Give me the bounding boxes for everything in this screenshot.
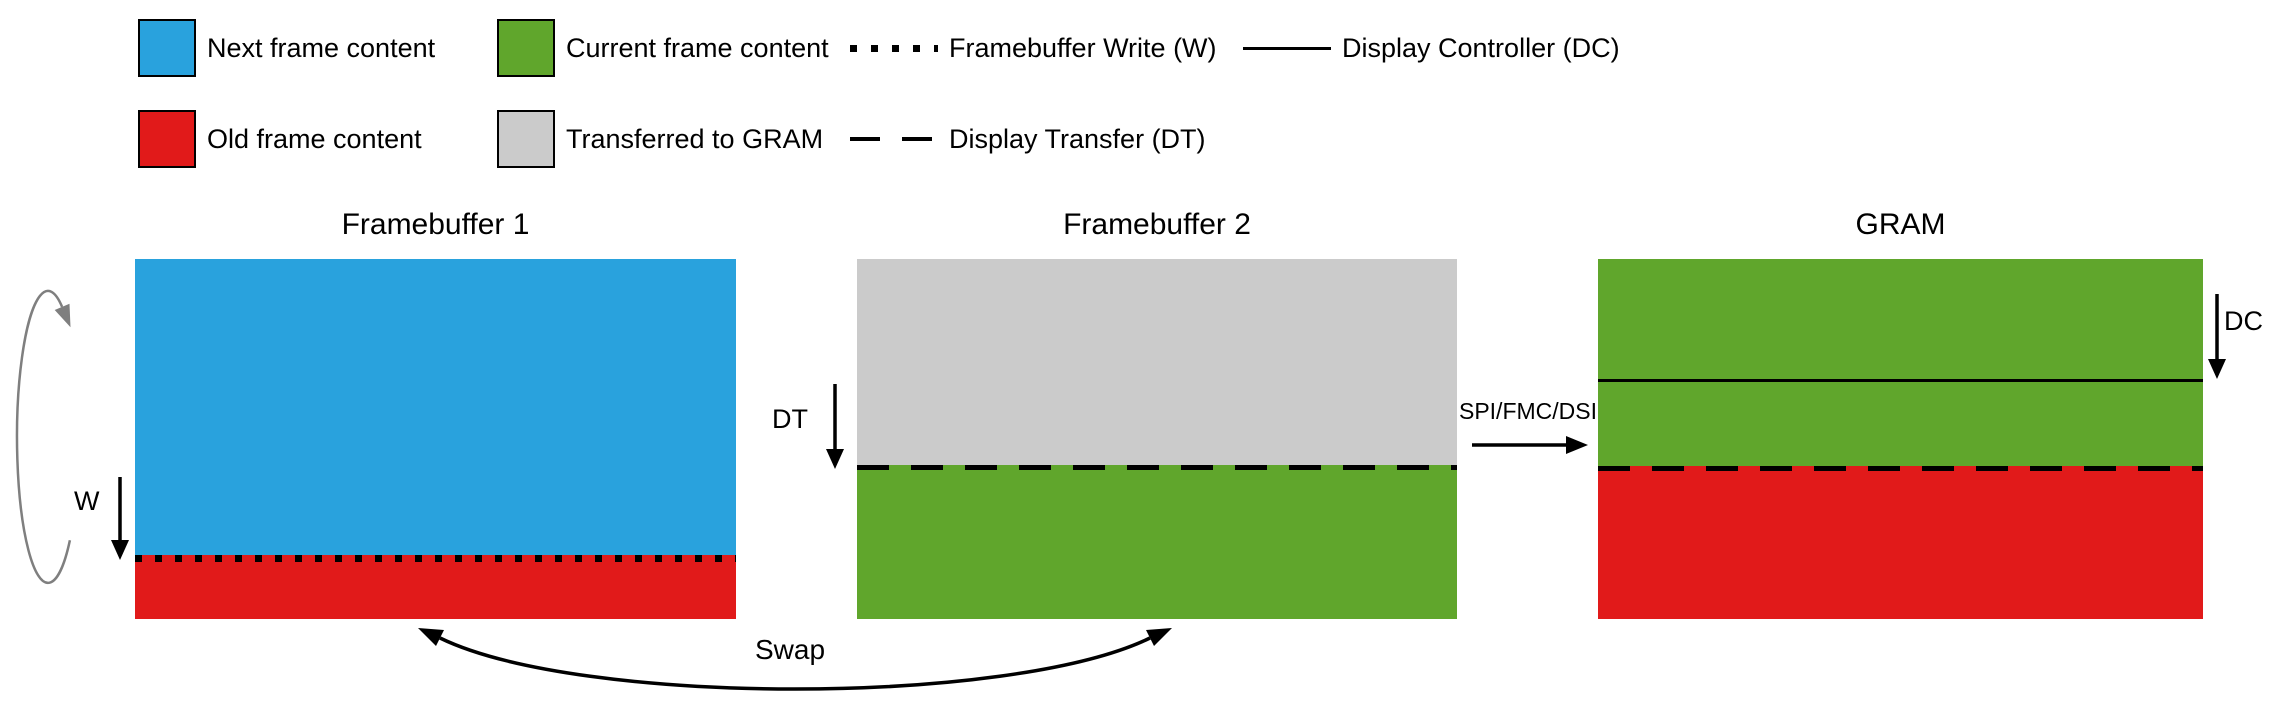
legend-item-display-transfer: Display Transfer (DT)	[850, 109, 1206, 169]
fb1-old-frame-region	[135, 562, 736, 619]
bus-label: SPI/FMC/DSI	[1458, 398, 1597, 424]
legend-item-transferred-gram: Transferred to GRAM	[497, 109, 823, 169]
legend-label-framebuffer-write: Framebuffer Write (W)	[949, 32, 1217, 63]
legend-item-framebuffer-write: Framebuffer Write (W)	[850, 18, 1217, 78]
repeat-write-loop-arrow	[15, 289, 72, 585]
fb1-framebuffer-write-line	[135, 555, 736, 562]
fb2-current-frame-region	[857, 470, 1457, 619]
display-transfer-label: DT	[772, 404, 808, 434]
next-frame-color-swatch	[138, 19, 196, 77]
repeat-write-loop-arrowhead	[54, 303, 71, 328]
display-transfer-arrowhead	[826, 449, 844, 469]
swap-label: Swap	[754, 634, 826, 665]
gram-box	[1598, 259, 2203, 619]
framebuffer2-title: Framebuffer 2	[1063, 208, 1251, 241]
solid-line-key-icon	[1243, 46, 1331, 50]
dashed-line-key-icon	[850, 137, 938, 141]
old-frame-color-swatch	[138, 110, 196, 168]
fb2-transferred-region	[857, 259, 1457, 465]
fb2-display-transfer-line	[857, 465, 1457, 470]
swap-arrowhead-left	[418, 628, 444, 646]
gram-display-controller-line	[1598, 379, 2203, 382]
framebuffer1-box	[135, 259, 736, 619]
legend-item-old-frame: Old frame content	[138, 109, 422, 169]
legend-item-next-frame: Next frame content	[138, 18, 435, 78]
gram-display-transfer-line	[1598, 466, 2203, 471]
fb1-next-frame-region	[135, 259, 736, 555]
display-controller-arrowhead	[2208, 359, 2226, 379]
swap-arrowhead-right	[1146, 628, 1172, 646]
legend-label-current-frame: Current frame content	[566, 32, 829, 63]
dotted-line-key-icon	[850, 44, 938, 52]
write-arrowhead	[111, 540, 129, 560]
legend-item-display-controller: Display Controller (DC)	[1243, 18, 1620, 78]
current-frame-color-swatch	[497, 19, 555, 77]
legend-label-next-frame: Next frame content	[207, 32, 436, 63]
framebuffer1-title: Framebuffer 1	[341, 208, 530, 241]
gram-displayed-region	[1598, 259, 2203, 379]
legend-label-display-controller: Display Controller (DC)	[1342, 32, 1620, 63]
legend-item-current-frame: Current frame content	[497, 18, 829, 78]
gram-title: GRAM	[1855, 208, 1946, 241]
gram-current-frame-region	[1598, 382, 2203, 466]
transferred-gram-color-swatch	[497, 110, 555, 168]
write-label: W	[74, 486, 100, 516]
legend-label-old-frame: Old frame content	[207, 123, 422, 154]
display-controller-label: DC	[2224, 306, 2263, 336]
legend-label-display-transfer: Display Transfer (DT)	[949, 123, 1206, 154]
legend-label-transferred-gram: Transferred to GRAM	[566, 123, 824, 154]
gram-old-frame-region	[1598, 471, 2203, 619]
bus-arrowhead	[1566, 436, 1588, 454]
framebuffer2-box	[857, 259, 1457, 619]
